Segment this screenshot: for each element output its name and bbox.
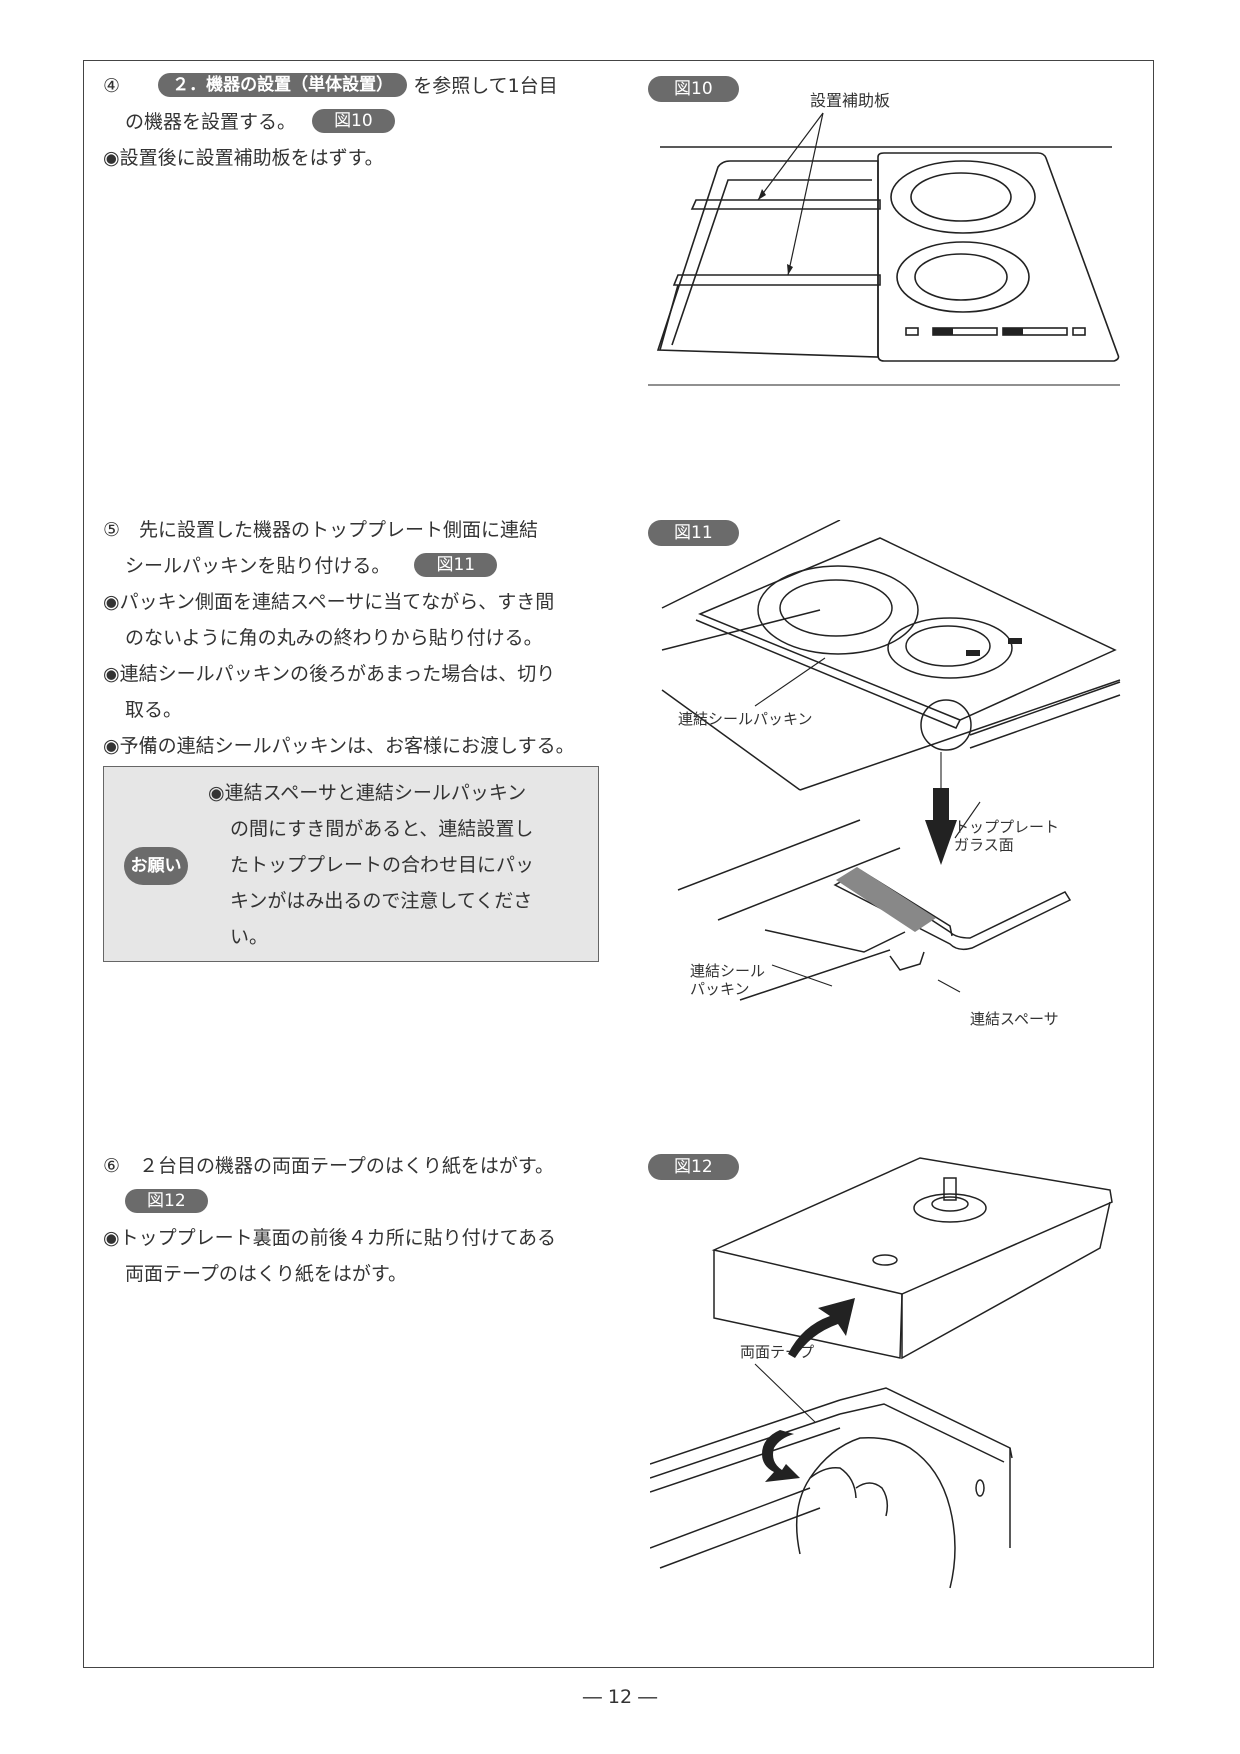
fig12-illustration: [650, 1157, 1113, 1589]
fig11-callout-glass-line2: ガラス面: [954, 836, 1014, 854]
fig11-callout-spacer: 連結スペーサ: [970, 1010, 1059, 1028]
step4-number: ④: [103, 75, 121, 97]
step5-bullet2-line1: ◉連結シールパッキンの後ろがあまった場合は、切り: [103, 663, 556, 685]
caution-note-box: お願い ◉連結スペーサと連結シールパッキン の間にすき間があると、連結設置し た…: [103, 766, 599, 962]
step6-bullet1-line2: 両面テープのはくり紙をはがす。: [125, 1263, 407, 1285]
fig10-label: 図10: [648, 76, 739, 102]
step5-line2-text: シールパッキンを貼り付ける。: [125, 555, 391, 577]
step4-text-b: の機器を設置する。: [125, 111, 297, 133]
step4-block: ④ ２．機器の設置（単体設置） を参照して1台目 の機器を設置する。 図10 ◉…: [103, 68, 603, 176]
step5-bullet1-line2: のないように角の丸みの終わりから貼り付ける。: [125, 627, 543, 649]
page-frame: [83, 60, 1154, 1668]
step6-fig-badge: 図12: [125, 1189, 208, 1213]
step4-line2: の機器を設置する。 図10: [103, 104, 603, 140]
page-number: ― 12 ―: [582, 1686, 658, 1708]
step5-bullet1-line1: ◉パッキン側面を連結スペーサに当てながら、すき間: [103, 591, 555, 613]
step5-bullet3: ◉予備の連結シールパッキンは、お客様にお渡しする。: [103, 735, 575, 757]
step4-text-a: を参照して1台目: [413, 75, 558, 97]
step4-line1: ④ ２．機器の設置（単体設置） を参照して1台目: [103, 68, 603, 104]
step6-bullet1-line1: ◉トッププレート裏面の前後４カ所に貼り付けてある: [103, 1227, 557, 1249]
step5-line2: シールパッキンを貼り付ける。 図11: [103, 548, 603, 584]
caution-line4: キンがはみ出るので注意してくださ: [230, 890, 533, 912]
step4-fig-badge: 図10: [312, 109, 395, 133]
fig11-callout-seal-line2: パッキン: [690, 980, 750, 998]
fig12-label: 図12: [648, 1154, 739, 1180]
step6-block: ⑥ ２台目の機器の両面テープのはくり紙をはがす。 図12 ◉トッププレート裏面の…: [103, 1148, 603, 1292]
fig10-callout-assist-plate: 設置補助板: [810, 91, 891, 110]
fig11-illustration: [661, 520, 1121, 1001]
fig11-label: 図11: [648, 520, 739, 546]
caution-text: ◉連結スペーサと連結シールパッキン の間にすき間があると、連結設置し たトッププ…: [208, 775, 534, 955]
step6-line1: ⑥ ２台目の機器の両面テープのはくり紙をはがす。: [103, 1155, 554, 1177]
caution-badge: お願い: [124, 847, 188, 885]
fig11-callout-glass-line1: トッププレート: [954, 818, 1060, 836]
step5-line1: ⑤ 先に設置した機器のトッププレート側面に連結: [103, 519, 539, 541]
step4-bullet1: ◉設置後に設置補助板をはずす。: [103, 147, 384, 169]
step5-bullet2-line2: 取る。: [125, 699, 183, 721]
fig10-illustration: [648, 112, 1120, 386]
caution-line3: たトッププレートの合わせ目にパッ: [230, 854, 535, 876]
step4-ref-badge: ２．機器の設置（単体設置）: [158, 73, 408, 97]
caution-line5: い。: [230, 926, 269, 948]
fig11-callout-seal-packing: 連結シールパッキン: [678, 710, 813, 728]
step6-line2: 図12: [103, 1184, 603, 1220]
step5-block: ⑤ 先に設置した機器のトッププレート側面に連結 シールパッキンを貼り付ける。 図…: [103, 512, 603, 764]
caution-line1: ◉連結スペーサと連結シールパッキン: [208, 782, 527, 804]
caution-line2: の間にすき間があると、連結設置し: [230, 818, 534, 840]
fig11-callout-seal-line1: 連結シール: [690, 962, 766, 980]
step5-fig-badge: 図11: [414, 553, 498, 577]
